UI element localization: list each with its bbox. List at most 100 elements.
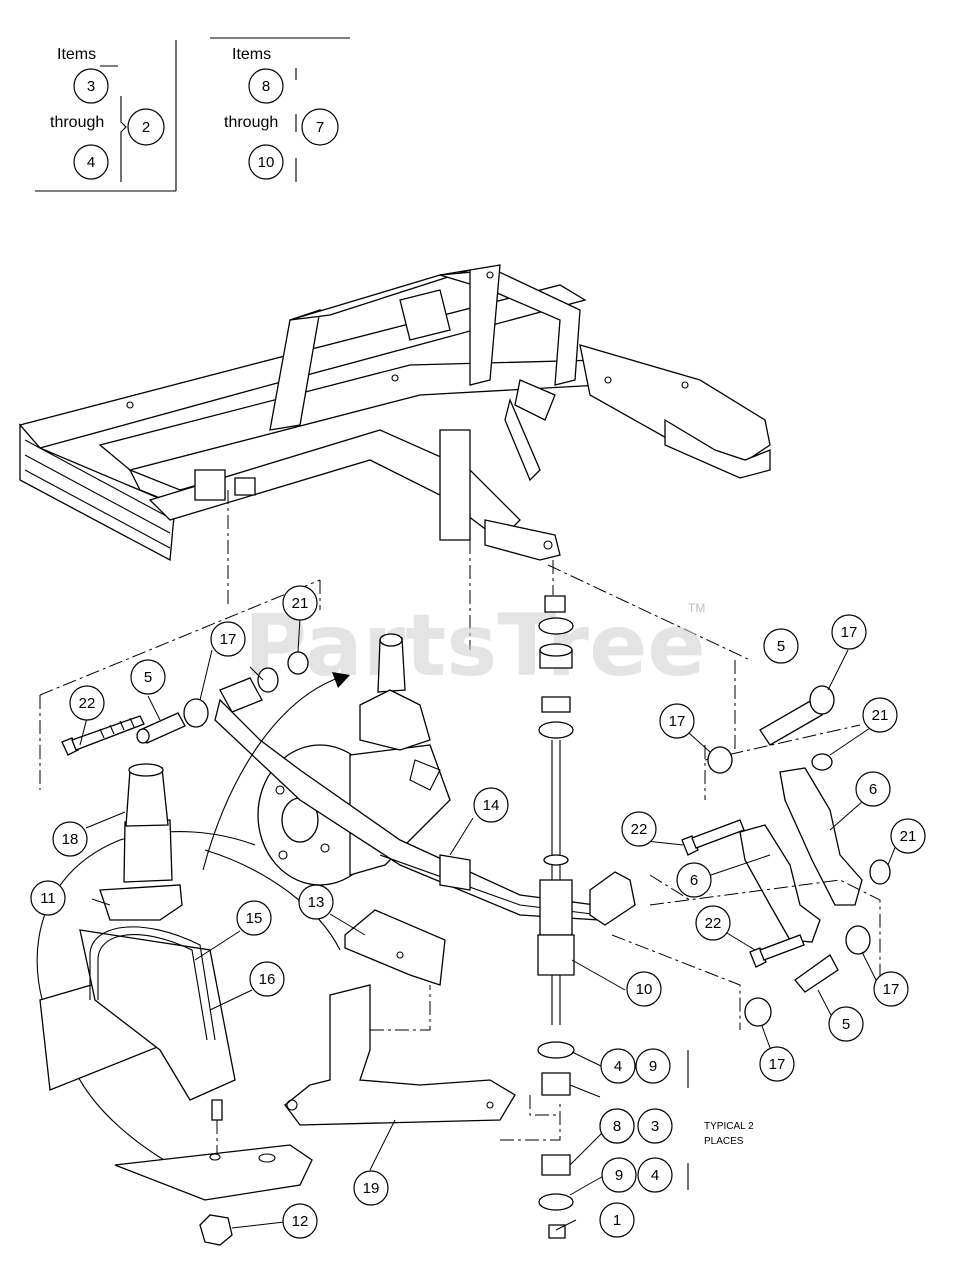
callout-number: 5 — [842, 1016, 850, 1033]
watermark-tm: TM — [688, 601, 705, 615]
callout-13: 13 — [298, 884, 334, 920]
callout-4: 4 — [600, 1048, 636, 1084]
callout-number: 6 — [869, 781, 877, 798]
callout-17: 17 — [759, 1046, 795, 1082]
group-brackets: TYPICAL 2 PLACES — [687, 1050, 754, 1190]
callout-4: 4 — [637, 1157, 673, 1193]
callout-number: 13 — [308, 894, 325, 911]
callout-21: 21 — [282, 585, 318, 621]
callout-circle — [52, 821, 88, 857]
callout-17: 17 — [210, 621, 246, 657]
callout-number: 4 — [614, 1058, 622, 1075]
legend-right-bottom-item: 10 — [258, 154, 275, 171]
callout-circle — [69, 685, 105, 721]
callout-circle — [599, 1202, 635, 1238]
callout-number: 3 — [651, 1118, 659, 1135]
callout-circle — [30, 880, 66, 916]
callout-22: 22 — [695, 905, 731, 941]
callout-number: 17 — [883, 981, 900, 998]
callout-number: 22 — [705, 915, 722, 932]
axle-and-leaf-spring — [214, 633, 636, 926]
callout-number: 14 — [483, 797, 500, 814]
note-line2: PLACES — [704, 1136, 744, 1147]
callout-number: 11 — [40, 890, 56, 907]
watermark: PartsTree TM — [244, 596, 706, 696]
legend-left-top-item: 3 — [87, 78, 95, 95]
callout-11: 11 — [30, 880, 66, 916]
callout-5: 5 — [828, 1006, 864, 1042]
callout-number: 17 — [669, 713, 686, 730]
callout-19: 19 — [353, 1170, 389, 1206]
callout-circle — [236, 900, 272, 936]
callout-3: 3 — [637, 1108, 673, 1144]
callout-17: 17 — [831, 614, 867, 650]
callout-9: 9 — [601, 1157, 637, 1193]
callout-number: 12 — [292, 1213, 309, 1230]
callout-8: 8 — [599, 1108, 635, 1144]
watermark-text: PartsTree — [244, 596, 706, 696]
callout-circle — [637, 1157, 673, 1193]
callout-number: 21 — [292, 595, 309, 612]
callout-9: 9 — [635, 1048, 671, 1084]
callout-5: 5 — [763, 628, 799, 664]
callout-number: 16 — [259, 971, 276, 988]
callout-circle — [210, 621, 246, 657]
legend-right-top-item: 8 — [262, 78, 270, 95]
callout-circle — [659, 703, 695, 739]
callout-17: 17 — [873, 971, 909, 1007]
callout-circle — [763, 628, 799, 664]
callout-circle — [130, 659, 166, 695]
callout-21: 21 — [890, 818, 926, 854]
callout-circle — [831, 614, 867, 650]
callout-number: 18 — [62, 831, 79, 848]
callout-16: 16 — [249, 961, 285, 997]
callout-number: 22 — [631, 821, 648, 838]
callout-22: 22 — [69, 685, 105, 721]
legend-left-result-item: 2 — [142, 119, 150, 136]
callout-circle — [626, 971, 662, 1007]
callout-circle — [890, 818, 926, 854]
callout-number: 21 — [872, 707, 889, 724]
legend-left-heading: Items — [57, 46, 96, 63]
legend-left-joiner: through — [50, 114, 104, 131]
callout-number: 9 — [615, 1167, 623, 1184]
mount-brackets — [284, 909, 561, 1141]
legend-left: Items 3 through 4 2 — [35, 40, 177, 192]
callout-number: 6 — [690, 872, 698, 889]
callout-circle — [249, 961, 285, 997]
right-shackle-hardware — [611, 685, 891, 1030]
callout-6: 6 — [855, 771, 891, 807]
legend-right: Items 8 through 7 10 — [210, 37, 350, 182]
arrow-head — [332, 672, 350, 688]
callout-circle — [676, 862, 712, 898]
callout-circle — [282, 585, 318, 621]
callout-circle — [637, 1108, 673, 1144]
axle-detail-view — [36, 763, 341, 1246]
callout-10: 10 — [626, 971, 662, 1007]
callout-number: 5 — [777, 638, 785, 655]
callout-circle — [599, 1108, 635, 1144]
callout-circle — [635, 1048, 671, 1084]
legend-right-heading: Items — [232, 46, 271, 63]
callout-number: 10 — [636, 981, 653, 998]
callouts: 1344555668899101112131415161717171717181… — [30, 585, 926, 1239]
callout-circle — [600, 1048, 636, 1084]
callout-number: 5 — [144, 669, 152, 686]
callout-22: 22 — [621, 811, 657, 847]
callout-number: 17 — [769, 1056, 786, 1073]
callout-circle — [601, 1157, 637, 1193]
callout-number: 15 — [246, 910, 263, 927]
callout-number: 4 — [651, 1167, 659, 1184]
left-shackle-hardware — [39, 579, 321, 790]
callout-number: 8 — [613, 1118, 621, 1135]
callout-number: 22 — [79, 695, 96, 712]
legend-right-result-item: 7 — [316, 119, 324, 136]
callout-number: 1 — [613, 1212, 621, 1229]
callout-12: 12 — [282, 1203, 318, 1239]
callout-number: 19 — [363, 1180, 380, 1197]
shock-absorber-stack — [529, 595, 575, 1239]
callout-18: 18 — [52, 821, 88, 857]
callout-6: 6 — [676, 862, 712, 898]
callout-circle — [855, 771, 891, 807]
